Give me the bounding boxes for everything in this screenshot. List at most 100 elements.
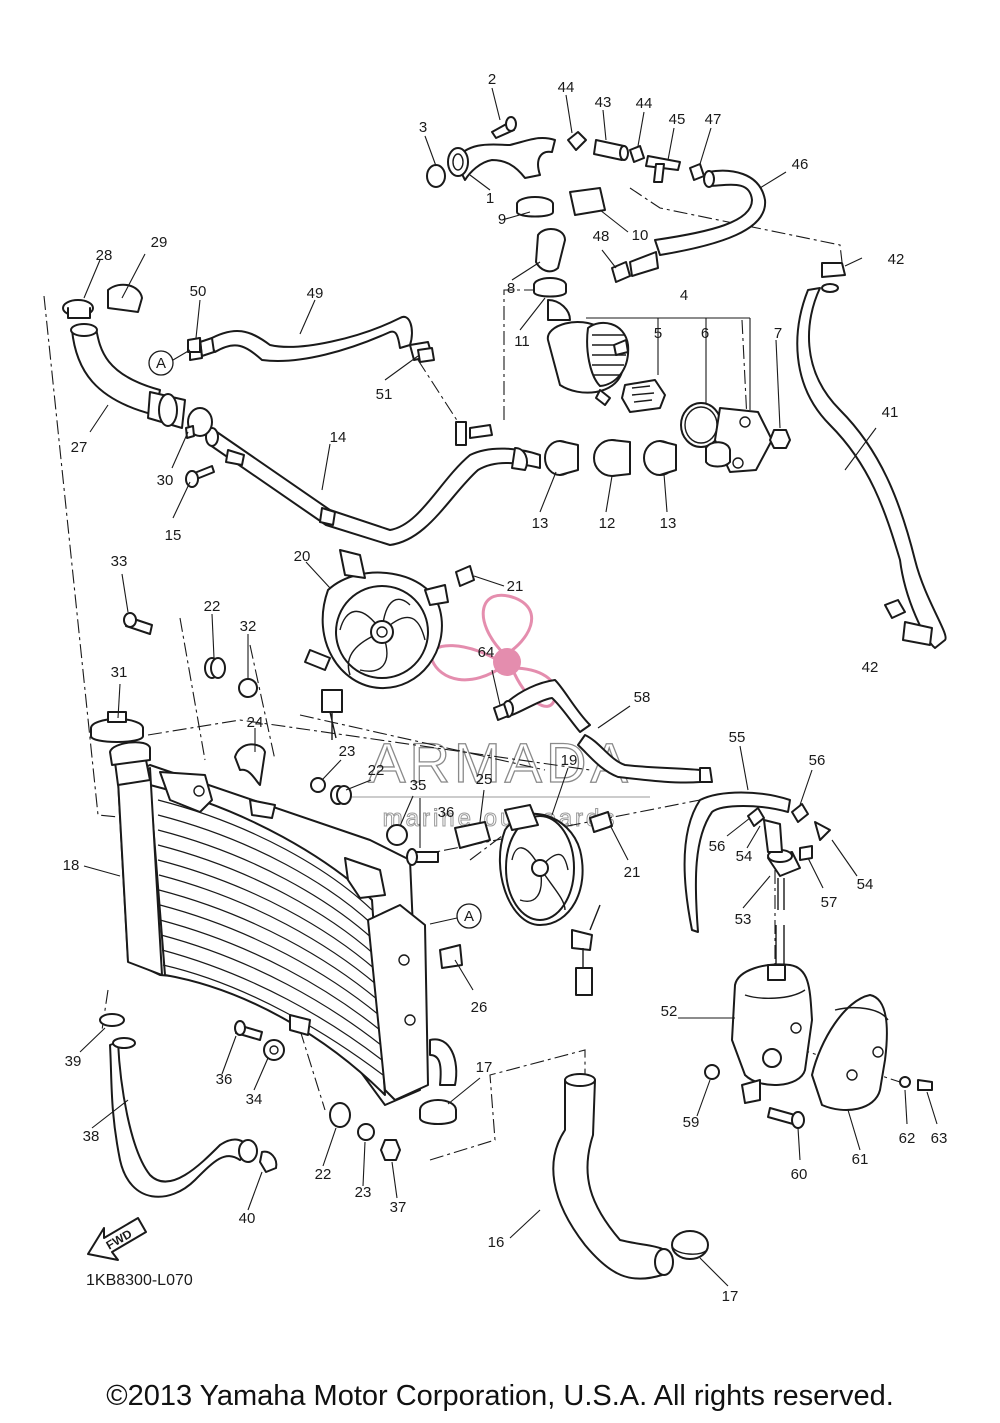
callout-3: 3 (419, 119, 427, 136)
hose-55 (683, 791, 791, 933)
cooling-fan-lower (498, 804, 601, 996)
outlet-pipe-1 (426, 116, 556, 188)
hose-27 (62, 283, 215, 488)
diagram-code: 1KB8300-L070 (86, 1272, 193, 1289)
callout-51: 51 (376, 386, 393, 403)
callout-37: 37 (390, 1199, 407, 1216)
callout-23b: 23 (355, 1184, 372, 1201)
callout-28: 28 (96, 247, 113, 264)
callout-50: 50 (190, 283, 207, 300)
callout-33: 33 (111, 553, 128, 570)
callout-9: 9 (498, 211, 506, 228)
callout-61: 61 (852, 1151, 869, 1168)
callout-62: 62 (899, 1130, 916, 1147)
callout-27: 27 (71, 439, 88, 456)
callout-4: 4 (680, 287, 688, 304)
callout-47: 47 (705, 111, 722, 128)
callout-40: 40 (239, 1210, 256, 1227)
callout-48: 48 (593, 228, 610, 245)
callout-17: 17 (476, 1059, 493, 1076)
hose-38 (99, 1013, 278, 1198)
callout-52: 52 (661, 1003, 678, 1020)
callout-12: 12 (599, 515, 616, 532)
callout-17b: 17 (722, 1288, 739, 1305)
thermostat-assembly (546, 321, 791, 473)
hose-49 (189, 315, 433, 362)
ref-mark-a-upper: A (148, 349, 191, 376)
fasteners (123, 337, 933, 1161)
callout-36: 36 (438, 804, 455, 821)
callout-8: 8 (507, 280, 515, 297)
copyright-notice: ©2013 Yamaha Motor Corporation, U.S.A. A… (106, 1380, 894, 1412)
callout-64: 64 (478, 644, 495, 661)
callout-26: 26 (471, 999, 488, 1016)
callout-20: 20 (294, 548, 311, 565)
callout-13: 13 (532, 515, 549, 532)
callout-58: 58 (634, 689, 651, 706)
callout-41: 41 (882, 404, 899, 421)
callout-14: 14 (330, 429, 347, 446)
callout-44: 44 (558, 79, 575, 96)
hose-16 (419, 1073, 709, 1280)
callout-numbers: 1 2 3 4 5 6 7 8 9 10 11 12 13 13 14 15 1… (63, 71, 948, 1305)
radiator-fins (157, 799, 384, 1076)
callout-2: 2 (488, 71, 496, 88)
overflow-connector (767, 849, 801, 965)
callout-7: 7 (774, 325, 782, 342)
callout-24: 24 (247, 714, 264, 731)
callout-22b: 22 (368, 762, 385, 779)
callout-59: 59 (683, 1114, 700, 1131)
callout-54b: 54 (857, 876, 874, 893)
watermark: ARMADA marine outboards (350, 593, 650, 833)
callout-60: 60 (791, 1166, 808, 1183)
callout-21: 21 (507, 578, 524, 595)
callout-53: 53 (735, 911, 752, 928)
leader-lines (79, 87, 938, 1287)
callout-49: 49 (307, 285, 324, 302)
svg-text:A: A (156, 355, 166, 372)
callout-22c: 22 (315, 1166, 332, 1183)
ref-mark-a-lower: A (429, 903, 482, 929)
callout-18: 18 (63, 857, 80, 874)
cooling-fan-upper (304, 549, 449, 740)
callout-57: 57 (821, 894, 838, 911)
callout-30: 30 (157, 472, 174, 489)
callout-29: 29 (151, 234, 168, 251)
callout-42: 42 (888, 251, 905, 268)
forward-arrow-icon: FWD (87, 1217, 147, 1261)
callout-44b: 44 (636, 95, 653, 112)
callout-54: 54 (736, 848, 753, 865)
callout-34: 34 (246, 1091, 263, 1108)
callout-45: 45 (669, 111, 686, 128)
callout-56: 56 (809, 752, 826, 769)
callout-25: 25 (476, 771, 493, 788)
callout-1: 1 (486, 190, 494, 207)
callout-15: 15 (165, 527, 182, 544)
callout-11: 11 (514, 333, 530, 350)
hose-joint (544, 439, 677, 477)
callout-42b: 42 (862, 659, 879, 676)
callout-39: 39 (65, 1053, 82, 1070)
coolant-pipe-14 (205, 421, 541, 546)
callout-63: 63 (931, 1130, 948, 1147)
callout-32: 32 (240, 618, 257, 635)
breather-hoses (516, 131, 767, 321)
callout-55: 55 (729, 729, 746, 746)
callout-19: 19 (561, 752, 578, 769)
coolant-reservoir (731, 963, 813, 1104)
callout-23: 23 (339, 743, 356, 760)
radiator (109, 741, 458, 1106)
callout-38: 38 (83, 1128, 100, 1145)
callout-21b: 21 (624, 864, 641, 881)
callout-43: 43 (595, 94, 612, 111)
callout-6: 6 (701, 325, 709, 342)
callout-46: 46 (792, 156, 809, 173)
overflow-hose-41 (796, 262, 947, 649)
callout-10: 10 (632, 227, 649, 244)
svg-text:A: A (464, 908, 474, 925)
callout-31: 31 (111, 664, 128, 681)
callout-56b: 56 (709, 838, 726, 855)
callout-13b: 13 (660, 515, 677, 532)
callout-36b: 36 (216, 1071, 233, 1088)
